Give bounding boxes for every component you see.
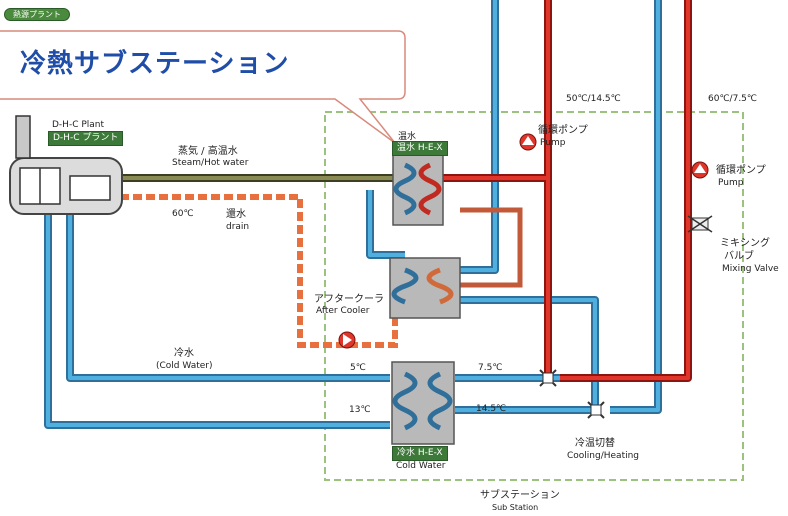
after-cooler-label-en: After Cooler (316, 306, 370, 316)
substation-label-en: Sub Station (492, 503, 539, 512)
drain-label-jp: 還水 (226, 209, 246, 220)
mixing-valve-label-jp1: ミキシング (720, 238, 770, 249)
cold-water-label-jp: 冷水 (174, 348, 194, 359)
substation-label-jp: サブステーション (480, 490, 560, 501)
cold-hex-icon (391, 361, 455, 445)
cold-hex-tag: 冷水 H-E-X (392, 446, 448, 461)
plant-label-jp: D-H-C プラント (48, 131, 124, 146)
three-way-valve-icon (539, 369, 557, 387)
heat-plant-tag: 熱源プラント (4, 8, 70, 21)
drain-pump-icon (338, 331, 356, 349)
after-cooler-icon (389, 257, 461, 319)
supply-temp-a: 50℃/14.5℃ (566, 94, 621, 104)
circulation-pump-2-icon (691, 161, 709, 179)
changeover-valve-icon (587, 401, 605, 419)
steam-label-en: Steam/Hot water (172, 158, 249, 168)
callout-title: 冷熱サブステーション (20, 49, 290, 79)
supply-temp-b: 60℃/7.5℃ (708, 94, 758, 104)
changeover-label-en: Cooling/Heating (567, 451, 640, 461)
temp-13c: 13℃ (349, 405, 371, 415)
callout-box (0, 30, 406, 144)
plant-label-en: D-H-C Plant (52, 120, 105, 130)
changeover-label-jp: 冷温切替 (575, 438, 615, 449)
mixing-valve-icon (687, 215, 713, 233)
temp-7-5c: 7.5℃ (478, 363, 503, 373)
cold-hex-label-en: Cold Water (396, 461, 446, 471)
warm-hex-icon (392, 154, 444, 226)
hot-water-pipes (430, 0, 692, 382)
plant-unit-icon (9, 115, 123, 215)
drain-line (120, 194, 398, 348)
warm-hex-caption: 温水 (398, 132, 417, 142)
pump1-label-jp: 循環ポンプ (538, 125, 588, 136)
substation-boundary (324, 111, 744, 481)
mixing-valve-label-en: Mixing Valve (722, 264, 779, 274)
mixing-valve-label-jp2: バルブ (724, 251, 754, 262)
after-cooler-label-jp: アフタークーラ (314, 294, 384, 305)
pump1-label-en: Pump (540, 138, 566, 148)
drain-temp: 60℃ (172, 209, 194, 219)
circulation-pump-1-icon (519, 133, 537, 151)
steam-label-jp: 蒸気 / 高温水 (178, 146, 238, 157)
temp-14-5c: 14.5℃ (476, 404, 507, 414)
warm-hex-tag: 温水 H-E-X (392, 141, 448, 156)
cold-water-label-en: (Cold Water) (156, 361, 213, 371)
temp-5c: 5℃ (350, 363, 366, 373)
pump2-label-jp: 循環ポンプ (716, 165, 766, 176)
pump2-label-en: Pump (718, 178, 744, 188)
drain-label-en: drain (226, 222, 250, 232)
